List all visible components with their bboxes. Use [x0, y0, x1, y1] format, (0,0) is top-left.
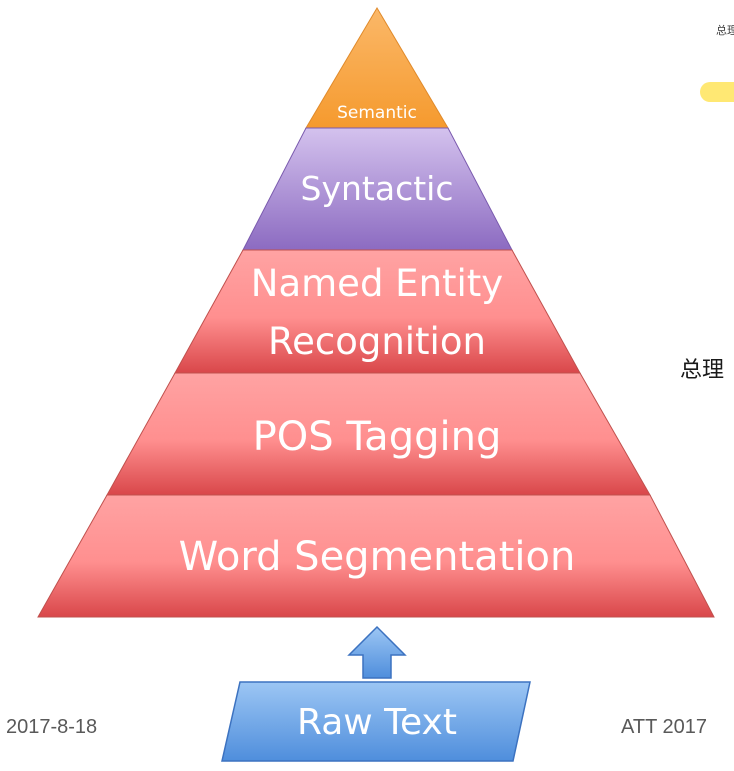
layer-semantic-label: Semantic: [337, 103, 417, 123]
layer-ner-label-line2: Recognition: [268, 320, 486, 363]
side-note-small: 总理: [716, 24, 734, 37]
layer-semantic: Semantic: [305, 7, 449, 129]
side-note-large: 总理: [680, 358, 725, 383]
up-arrow-icon: [347, 625, 407, 679]
highlight-pill: [700, 82, 734, 102]
layer-word-segmentation-label: Word Segmentation: [179, 534, 576, 580]
raw-text-input-box: Raw Text: [221, 681, 531, 762]
layer-syntactic-label: Syntactic: [301, 169, 454, 208]
layer-pos-tagging: POS Tagging: [106, 372, 651, 496]
layer-word-segmentation: Word Segmentation: [37, 494, 715, 618]
footer-event: ATT 2017: [621, 716, 707, 738]
layer-ner-label-line1: Named Entity: [251, 262, 503, 305]
layer-pos-tagging-label: POS Tagging: [253, 414, 502, 460]
layer-ner: Named Entity Recognition: [174, 249, 581, 374]
layer-syntactic: Syntactic: [242, 127, 513, 251]
footer-date: 2017-8-18: [6, 716, 98, 738]
raw-text-label: Raw Text: [297, 702, 457, 743]
